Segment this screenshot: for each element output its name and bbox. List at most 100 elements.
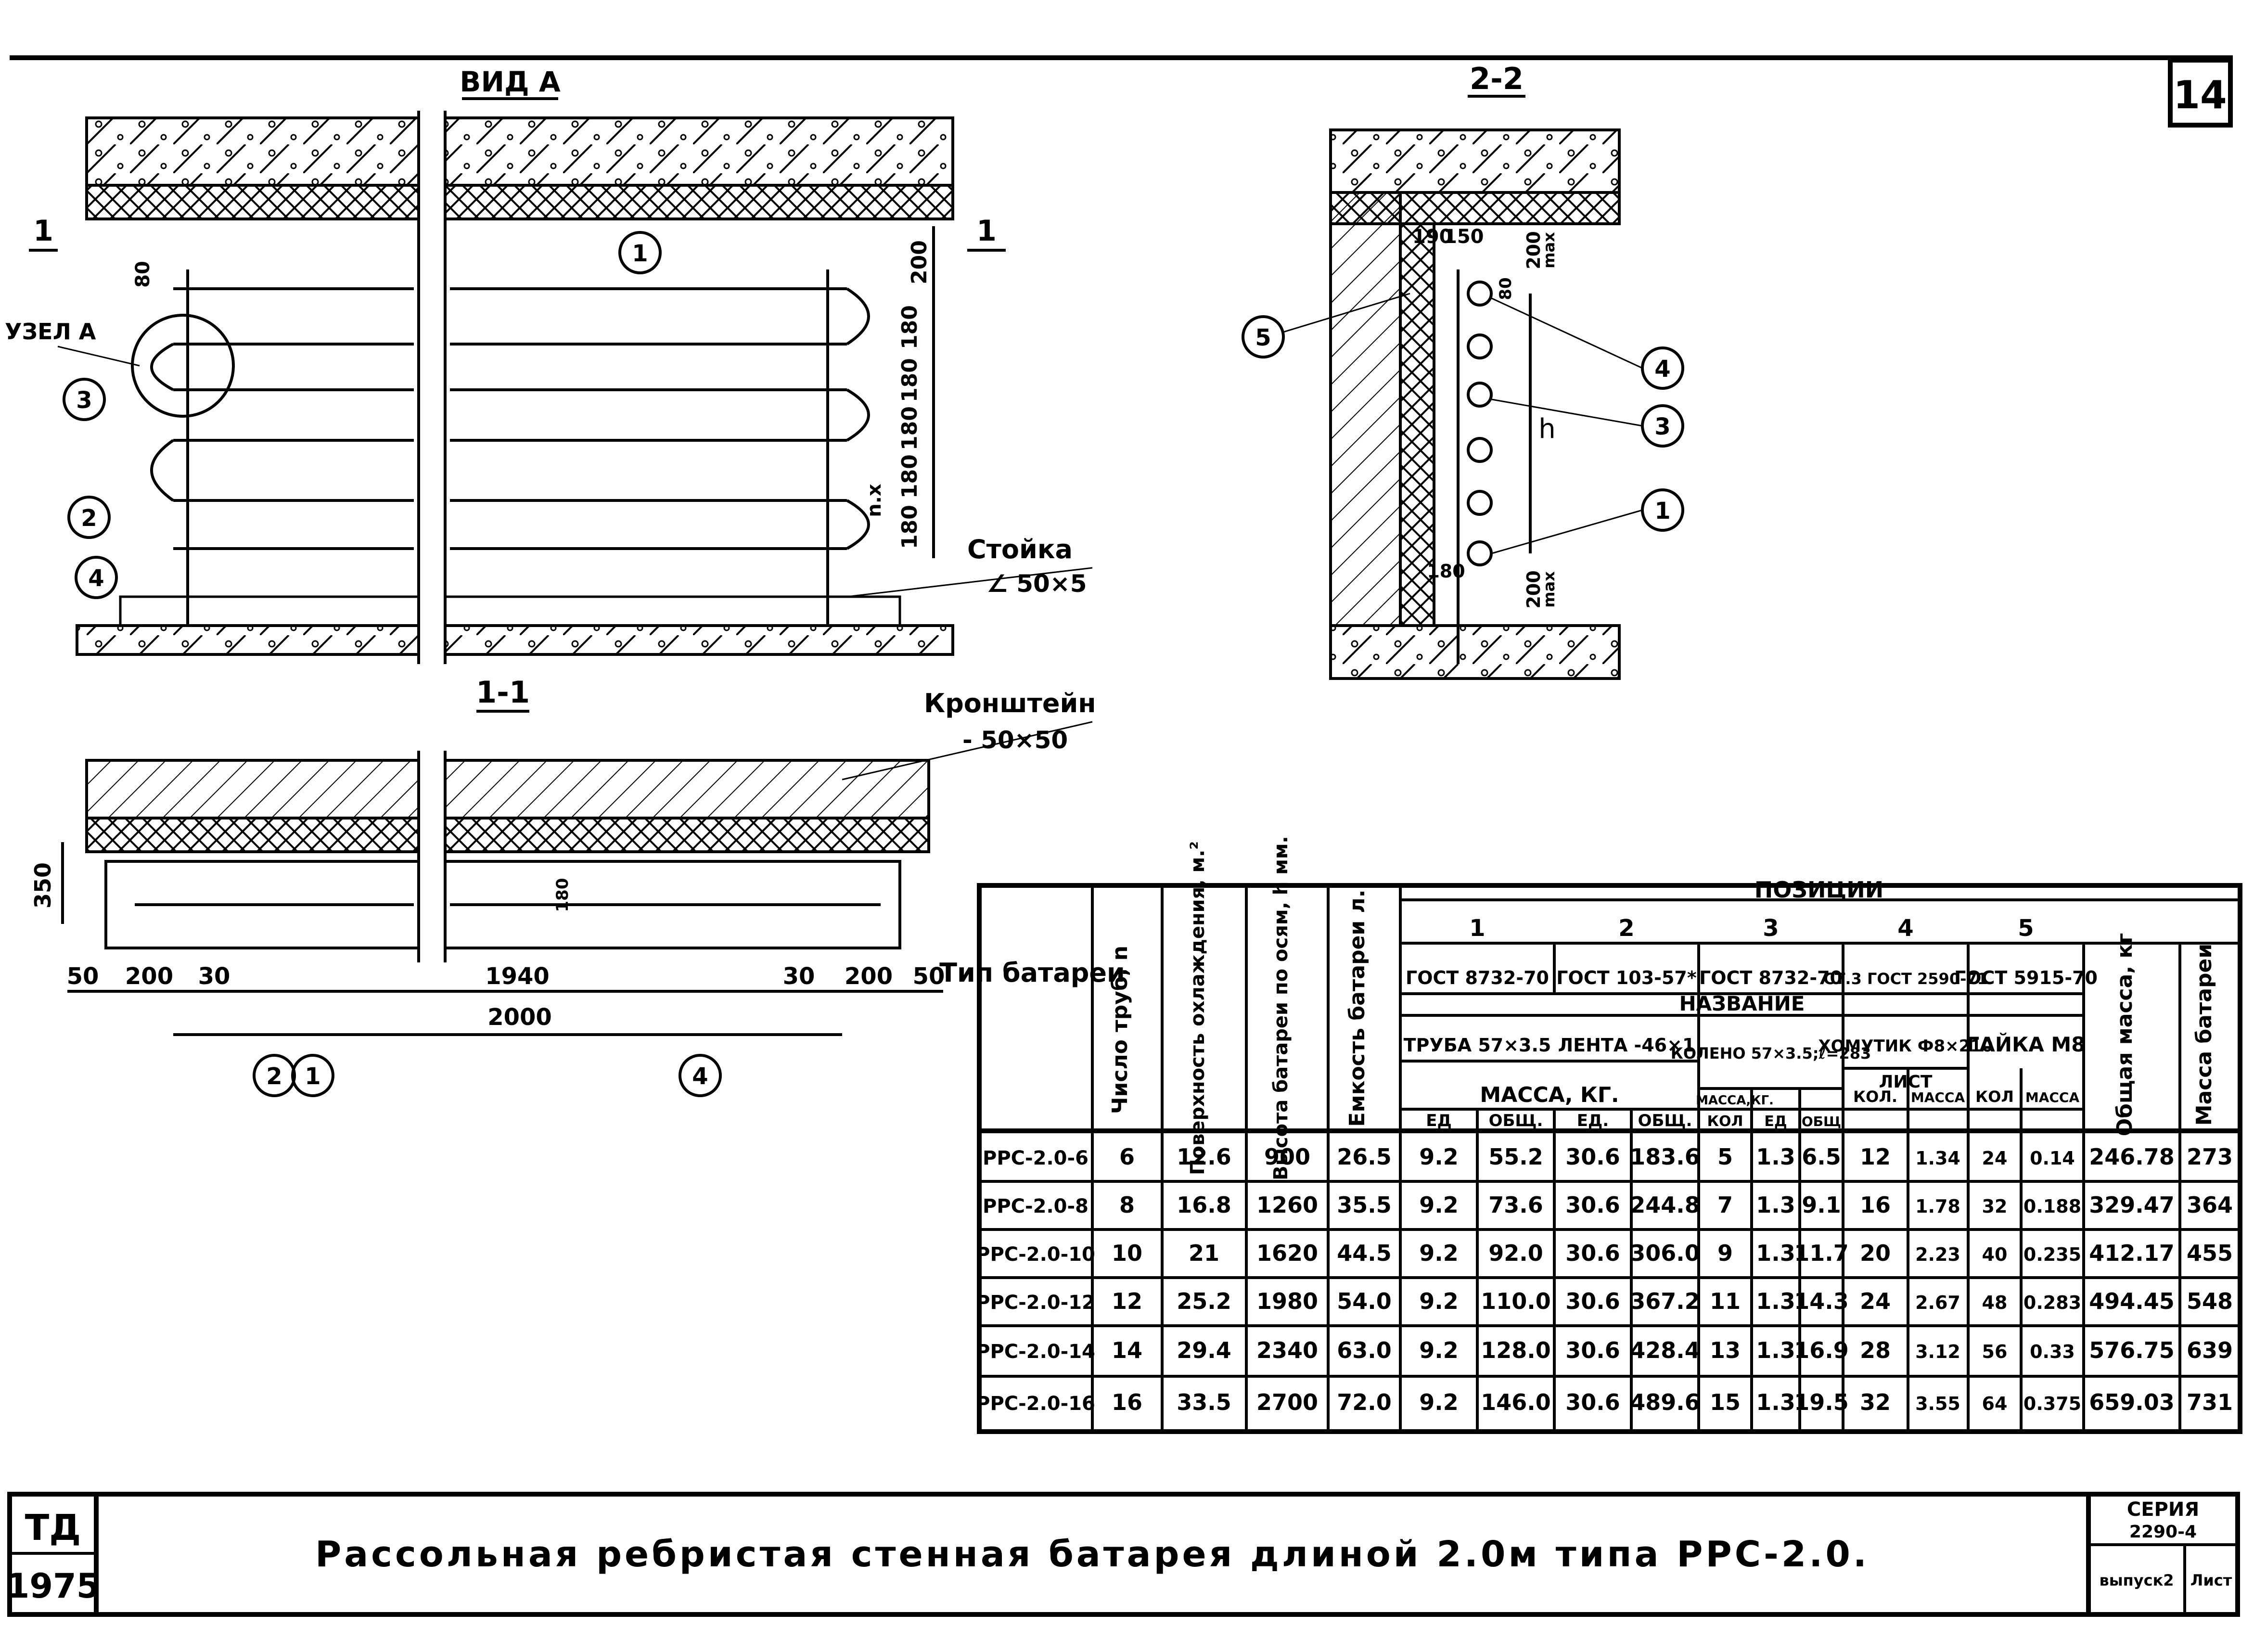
svg-text:1: 1: [305, 1063, 320, 1090]
floor-slab: [76, 624, 954, 656]
table-cell-r3-c17: 412.17: [2089, 1240, 2175, 1266]
year: 1975: [6, 1566, 100, 1606]
table-cell-r5-c4: 2340: [1256, 1337, 1318, 1363]
floor-tray: [119, 595, 901, 627]
ceiling-concrete: [85, 116, 954, 187]
label-h: h: [1538, 413, 1556, 445]
pos-1-name: ТРУБА 57×3.5: [1404, 1035, 1551, 1056]
table-cell-r4-c11: 1.3: [1756, 1288, 1795, 1314]
bracket-size: - 50×50: [962, 726, 1068, 754]
table-cell-r4-c18: 548: [2187, 1288, 2233, 1314]
table-cell-r3-c7: 92.0: [1488, 1240, 1543, 1266]
table-cell-r2-c9: 244.8: [1630, 1192, 1700, 1218]
table-cell-r3-c5: 44.5: [1337, 1240, 1392, 1266]
dim-2-2-1: 190: [1412, 226, 1453, 248]
table-cell-r3-c13: 20: [1860, 1240, 1891, 1266]
pos-5-num: 5: [2018, 915, 2034, 942]
table-cell-r4-c17: 494.45: [2089, 1288, 2175, 1314]
svg-text:1: 1: [632, 240, 648, 267]
mass-label: МАССА, КГ.: [1480, 1083, 1619, 1107]
wall-section-1-1: [85, 759, 930, 820]
table-cell-r5-c11: 1.3: [1756, 1337, 1795, 1363]
table-cell-r1-c10: 5: [1717, 1144, 1733, 1170]
svg-text:1: 1: [1654, 498, 1670, 525]
node-a-circle: [131, 314, 235, 418]
table-cell-r2-c16: 0.188: [2023, 1196, 2081, 1217]
section-mark-right: 1: [976, 214, 997, 248]
table-cell-r4-c16: 0.283: [2023, 1292, 2081, 1313]
table-cell-r5-c18: 639: [2187, 1337, 2233, 1363]
pos-1-std: ГОСТ 8732-70: [1406, 967, 1549, 988]
dim-1-1-total: 2000: [487, 1004, 552, 1031]
dim-2-2-6: 200: [1523, 570, 1544, 608]
table-cell-r4-c13: 24: [1860, 1288, 1891, 1314]
table-cell-r2-c8: 30.6: [1565, 1192, 1620, 1218]
sub-3: ЕД.: [1577, 1111, 1609, 1130]
table-cell-r5-c16: 0.33: [2030, 1341, 2075, 1362]
dim-2-2-2: 150: [1444, 226, 1484, 248]
table-cell-r4-c10: 11: [1710, 1288, 1741, 1314]
dim-1-1-chain-4: 1940: [485, 963, 550, 990]
insulation-section-1-1: [85, 817, 930, 853]
table-cell-r5-c13: 28: [1860, 1337, 1891, 1363]
post-size: ∠ 50×5: [986, 570, 1087, 598]
table-cell-r5-c12: 16.9: [1794, 1337, 1849, 1363]
dim-view-a-7: 80: [132, 261, 154, 288]
table-cell-r1-c8: 30.6: [1565, 1144, 1620, 1170]
table-cell-r3-c4: 1620: [1256, 1240, 1318, 1266]
table-cell-r3-c11: 1.3: [1756, 1240, 1795, 1266]
pos-3-mass-label: МАССА,КГ.: [1696, 1093, 1774, 1108]
table-cell-r6-c17: 659.03: [2089, 1389, 2175, 1415]
table-cell-r6-c16: 0.375: [2023, 1393, 2081, 1414]
pipes-2-2: [1467, 281, 1493, 566]
table-cell-r6-c13: 32: [1860, 1389, 1891, 1415]
post-label: Стойка: [967, 534, 1073, 564]
table-cell-r3-c1: РРС-2.0-10: [976, 1243, 1095, 1266]
floor-2-2: [1329, 624, 1621, 680]
table-cell-r5-c14: 3.12: [1915, 1341, 1960, 1362]
svg-text:3: 3: [76, 387, 92, 414]
table-cell-r2-c3: 16.8: [1177, 1192, 1231, 1218]
table-cell-r2-c14: 1.78: [1915, 1196, 1960, 1217]
pos-2-num: 2: [1618, 915, 1634, 942]
table-cell-r5-c17: 576.75: [2089, 1337, 2175, 1363]
svg-text:5: 5: [1255, 324, 1271, 351]
table-cell-r1-c18: 273: [2187, 1144, 2233, 1170]
callout-1-1-4: [679, 1054, 722, 1097]
table-cell-r4-c5: 54.0: [1337, 1288, 1392, 1314]
sub-6: ЕД: [1764, 1113, 1787, 1130]
dim-view-a-1: 200: [907, 240, 932, 284]
table-cell-r2-c1: РРС-2.0-8: [983, 1195, 1089, 1217]
table-cell-r5-c3: 29.4: [1177, 1337, 1231, 1363]
dim-1-1-chain-2: 200: [125, 963, 173, 990]
sub-7: ОБЩ: [1802, 1114, 1841, 1129]
pos-1-num: 1: [1469, 915, 1485, 942]
table-cell-r2-c4: 1260: [1256, 1192, 1318, 1218]
sub-1: ЕД: [1426, 1111, 1452, 1130]
dim-view-a-6: 180: [897, 505, 922, 549]
dim-view-a-3: 180: [897, 358, 922, 402]
dim-view-a-5: 180: [897, 454, 922, 499]
series-label: СЕРИЯ: [2127, 1498, 2199, 1521]
header-type: Тип батареи: [939, 958, 1125, 988]
svg-text:3: 3: [1654, 413, 1670, 440]
table-cell-r6-c8: 30.6: [1565, 1389, 1620, 1415]
dim-1-1-chain-1: 50: [67, 963, 99, 990]
sub-4: ОБЩ.: [1638, 1111, 1692, 1130]
table-cell-r5-c2: 14: [1112, 1337, 1142, 1363]
table-cell-r1-c3: 12.6: [1177, 1144, 1231, 1170]
bracket-label: Кронштейн: [924, 688, 1096, 718]
table-cell-r3-c18: 455: [2187, 1240, 2233, 1266]
table-cell-r4-c15: 48: [1982, 1292, 2008, 1313]
pos-2-name: ЛЕНТА -46×1: [1558, 1035, 1695, 1056]
table-cell-r6-c12: 19.5: [1794, 1389, 1849, 1415]
table-cell-r2-c10: 7: [1717, 1192, 1733, 1218]
table-cell-r6-c4: 2700: [1256, 1389, 1318, 1415]
sheet-number: 14: [2173, 73, 2227, 117]
wall-2-2: [1329, 191, 1402, 627]
org-code: ТД: [25, 1507, 81, 1549]
callout-1-1-2: [253, 1054, 296, 1097]
table-cell-r4-c14: 2.67: [1915, 1292, 1960, 1313]
table-cell-r3-c6: 9.2: [1419, 1240, 1459, 1266]
